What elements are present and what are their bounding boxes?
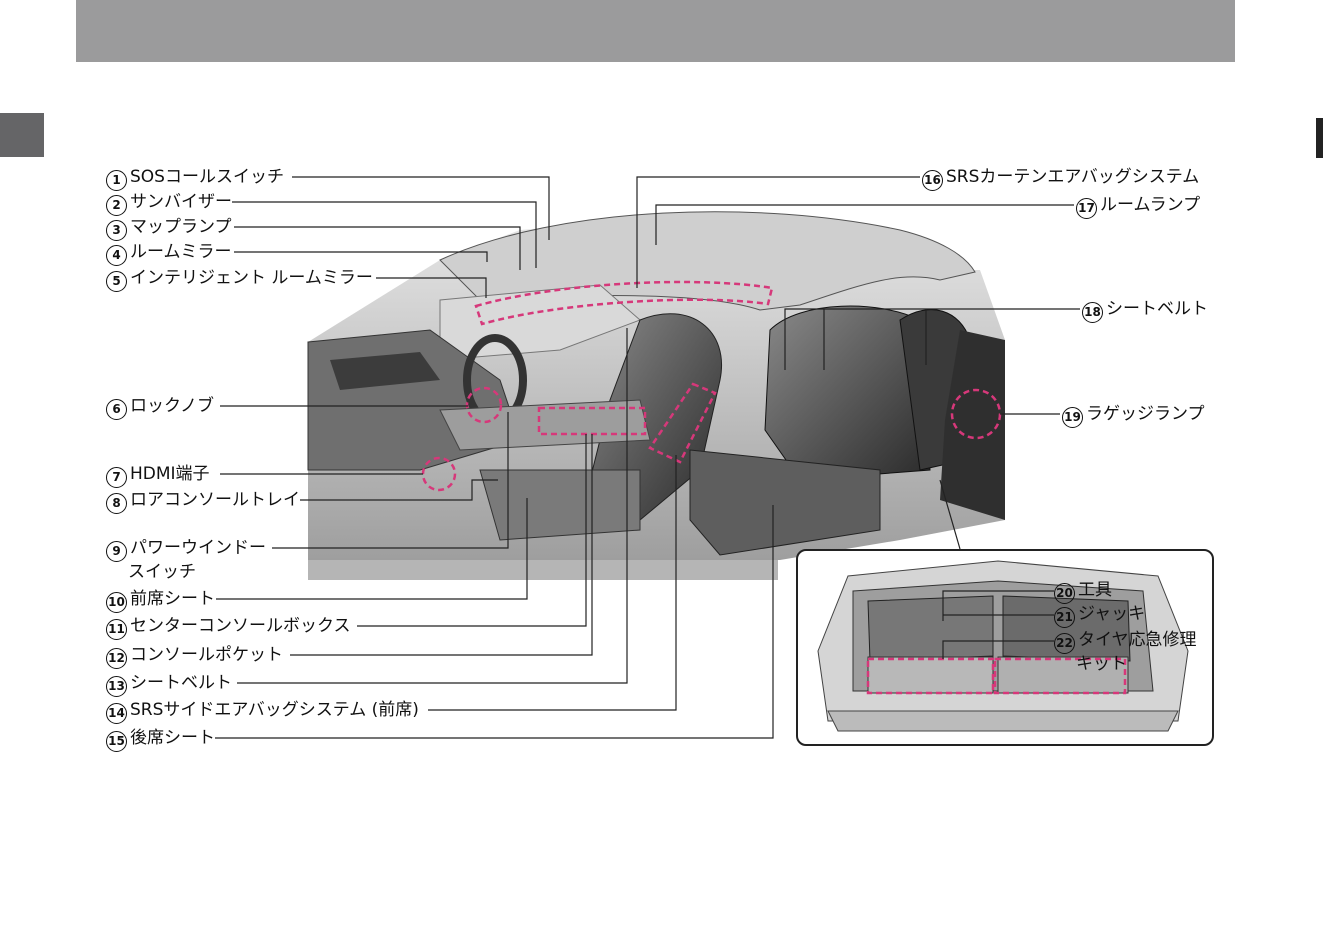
cabin-image [308,212,1005,580]
